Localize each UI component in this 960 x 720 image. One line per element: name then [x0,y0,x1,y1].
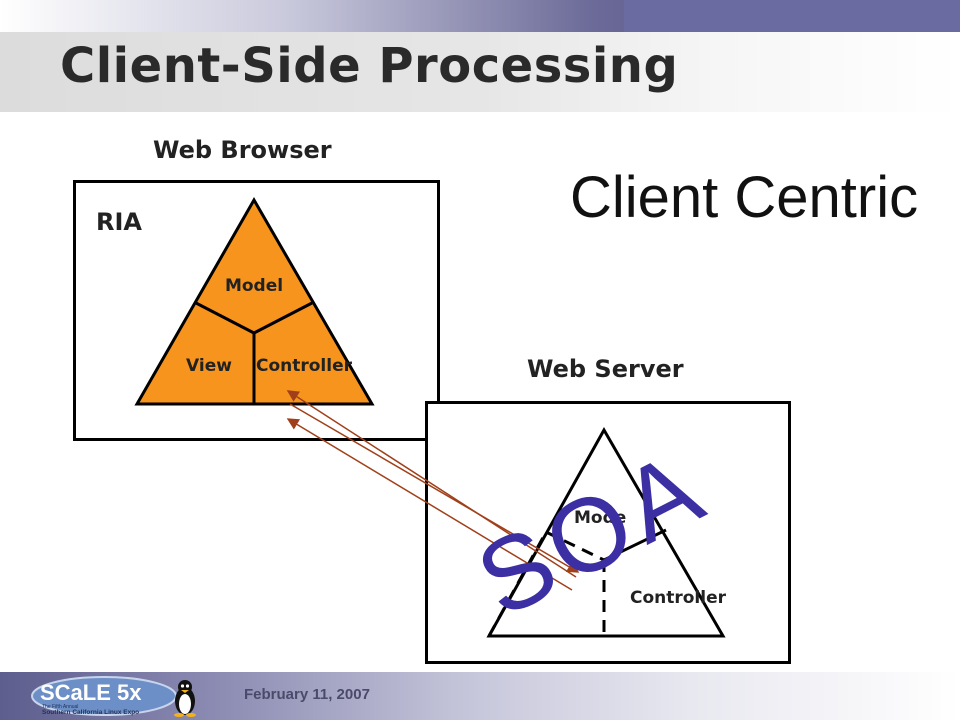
top-bar-accent [624,0,960,32]
arrow-server-to-browser-2 [286,418,573,591]
client-centric-label: Client Centric [570,165,919,230]
server-view-dashed-top [545,530,605,562]
slide-title: Client-Side Processing [60,38,679,94]
logo-subtitle: The Fifth Annual [42,704,78,710]
scale-logo: SCaLE 5x The Fifth Annual Southern Calif… [31,676,196,717]
browser-controller-label: Controller [256,356,353,376]
ria-label: RIA [96,208,142,236]
web-server-heading: Web Server [527,355,684,383]
penguin-icon [174,680,196,717]
browser-view-label: View [186,356,232,376]
logo-caption: Southern California Linux Expo [42,709,139,716]
arrow-browser-to-server [289,403,580,573]
browser-model-label: Model [225,276,283,296]
server-controller-label: Controller [630,588,727,608]
arrow-server-to-browser-1 [286,390,577,578]
title-band [0,32,960,112]
web-browser-heading: Web Browser [153,136,332,164]
server-model-label: Mode [574,508,626,528]
footer-date: February 11, 2007 [244,686,370,703]
server-mvc-divider [603,528,667,562]
logo-text: SCaLE 5x [40,680,142,705]
